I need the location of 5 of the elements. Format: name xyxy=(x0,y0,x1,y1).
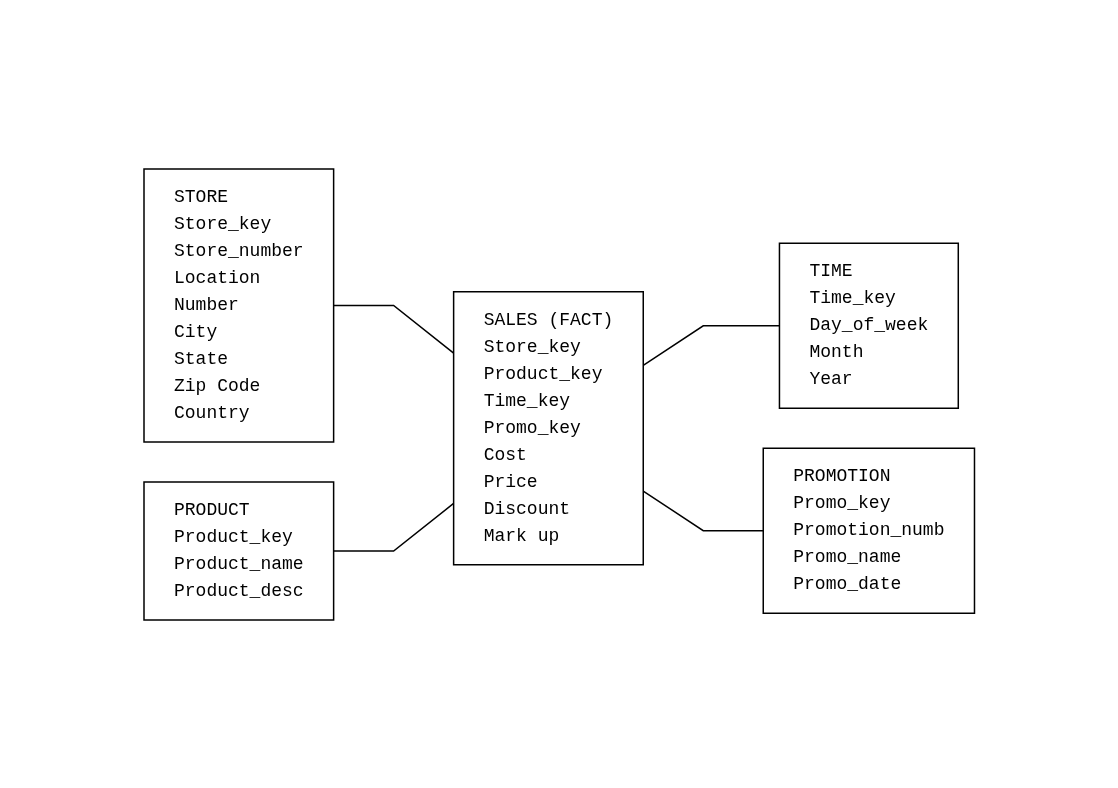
node-box: STORE Store_key Store_number Location Number City State Zip Code Country xyxy=(143,167,335,443)
node-box: PROMOTION Promo_key Promotion_numb Promo_name Promo_date xyxy=(762,447,975,614)
node-box: TIME Time_key Day_of_week Month Year xyxy=(778,242,959,409)
node-box: SALES (FACT) Store_key Product_key Time_key Promo_key Cost Price Discount Mark up xyxy=(452,290,644,565)
node-box: PRODUCT Product_key Product_name Product_desc xyxy=(143,480,335,621)
